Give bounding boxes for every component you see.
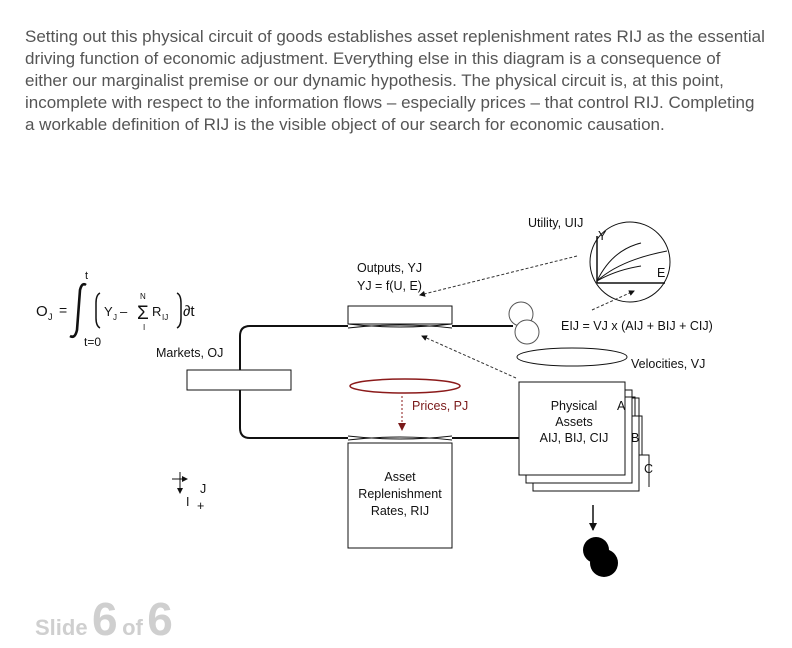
curve-label-e: E bbox=[657, 266, 665, 280]
market-to-replenishment-line bbox=[239, 390, 348, 439]
eq-upper-limit: t bbox=[85, 270, 88, 282]
prices-ellipse bbox=[349, 378, 461, 394]
eq-y-sub: J bbox=[113, 313, 117, 322]
eq-r: R bbox=[152, 304, 161, 319]
physical-assets-line-1: Physical bbox=[551, 399, 598, 413]
markets-box bbox=[186, 369, 292, 391]
eq-sigma: Σ bbox=[137, 303, 149, 324]
stack-label-c: C bbox=[644, 462, 653, 476]
eq-equals: = bbox=[59, 302, 67, 318]
depreciation-sink-cloud bbox=[583, 537, 618, 577]
slide-current: 6 bbox=[92, 593, 118, 645]
axis-i-label: I bbox=[186, 495, 189, 509]
axis-j-label: J bbox=[200, 482, 206, 496]
replenishment-valve bbox=[347, 435, 453, 441]
outputs-valve bbox=[347, 305, 453, 329]
of-word: of bbox=[122, 615, 143, 640]
utility-graph bbox=[589, 221, 671, 303]
eq-minus: – bbox=[120, 304, 128, 319]
left-bracket bbox=[95, 292, 101, 329]
integral-sign bbox=[69, 282, 87, 339]
physical-assets-stack bbox=[518, 381, 650, 492]
slide-word: Slide bbox=[35, 615, 88, 640]
eq-lower-limit: t=0 bbox=[84, 335, 101, 349]
axis-legend bbox=[172, 472, 188, 494]
intro-paragraph: Setting out this physical circuit of goo… bbox=[25, 27, 765, 134]
integral-equation: O J = t t=0 Y J – Σ N I R IJ ∂t bbox=[36, 270, 195, 349]
outputs-label: Outputs, YJ bbox=[357, 261, 422, 275]
stack-label-b: B bbox=[631, 431, 639, 445]
utility-label: Utility, UIJ bbox=[528, 216, 583, 230]
eq-lhs-sub: J bbox=[48, 312, 53, 322]
replenishment-line-2: Replenishment bbox=[358, 487, 442, 501]
slide-counter: Slide 6 of 6 bbox=[35, 592, 173, 646]
stack-label-a: A bbox=[617, 399, 626, 413]
outputs-formula: YJ = f(U, E) bbox=[357, 279, 422, 293]
replenishment-box bbox=[347, 442, 453, 549]
assets-to-outputs-arrow bbox=[421, 335, 517, 379]
eq-sum-upper: N bbox=[140, 292, 146, 301]
market-to-outputs-line bbox=[239, 325, 348, 370]
axis-plus-label: + bbox=[197, 499, 204, 513]
slide-total: 6 bbox=[147, 593, 173, 645]
curve-label-y: Y bbox=[598, 229, 607, 243]
efficiency-formula: EIJ = VJ x (AIJ + BIJ + CIJ) bbox=[561, 319, 713, 333]
eq-lhs: O bbox=[36, 303, 48, 320]
source-sink-cloud bbox=[508, 301, 540, 345]
eq-y: Y bbox=[104, 304, 113, 319]
prices-label: Prices, PJ bbox=[412, 399, 468, 413]
right-bracket bbox=[176, 292, 182, 329]
eq-sum-lower: I bbox=[143, 323, 145, 332]
physical-assets-line-2: Assets bbox=[555, 415, 593, 429]
physical-assets-line-3: AIJ, BIJ, CIJ bbox=[540, 431, 609, 445]
eq-dt: ∂t bbox=[183, 303, 195, 320]
markets-label: Markets, OJ bbox=[156, 346, 223, 360]
eq-r-sub: IJ bbox=[162, 313, 168, 322]
utility-to-outputs-arrow bbox=[419, 255, 578, 297]
efficiency-to-utility-arrow bbox=[591, 290, 635, 311]
replenishment-line-3: Rates, RIJ bbox=[371, 504, 429, 518]
replenishment-line-1: Asset bbox=[384, 470, 416, 484]
velocities-label: Velocities, VJ bbox=[631, 357, 705, 371]
velocities-ellipse bbox=[516, 347, 628, 367]
